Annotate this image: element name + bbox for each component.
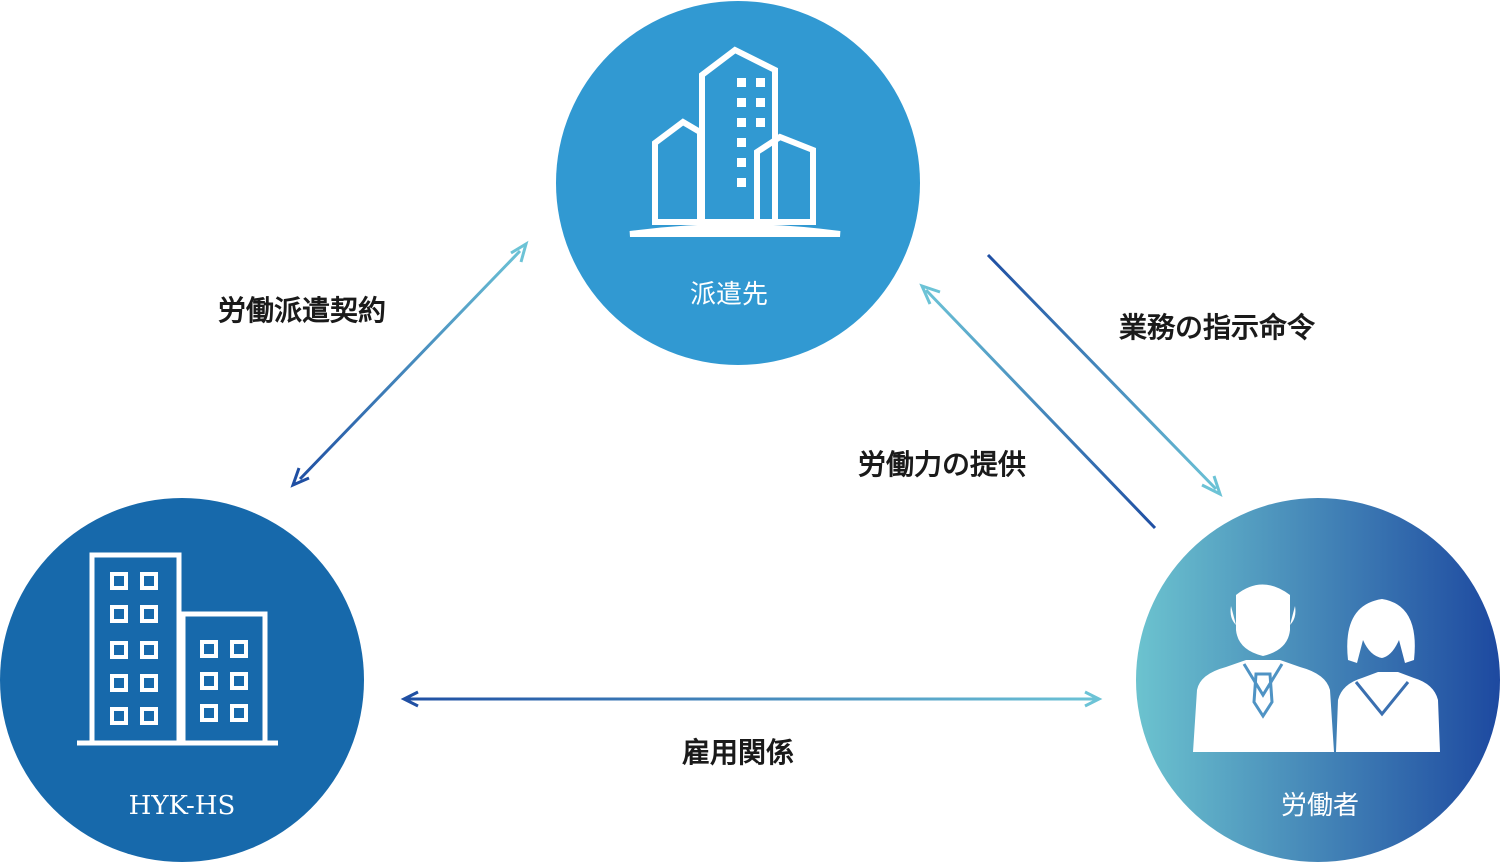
- labor-provision-label: 労働力の提供: [858, 448, 1026, 481]
- employment-label: 雇用関係: [682, 736, 794, 769]
- arrowhead-icon: [510, 240, 529, 263]
- worker-node: 労働者: [1136, 498, 1500, 862]
- labor-provision-arrow: [924, 288, 1157, 530]
- work-instructions-edge: 業務の指示命令: [986, 253, 1316, 497]
- dispatch-contract-arrow: [298, 249, 522, 481]
- client-label: 派遣先: [690, 280, 768, 310]
- business-people-icon: [1193, 584, 1440, 752]
- work-instructions-label: 業務の指示命令: [1119, 311, 1316, 344]
- company-node: HYK-HS: [0, 498, 364, 862]
- arrowhead-icon: [919, 283, 941, 305]
- arrowhead-icon: [1084, 690, 1103, 708]
- labor-provision-edge: 労働力の提供: [858, 283, 1157, 530]
- dispatch-contract-label: 労働派遣契約: [218, 294, 386, 327]
- work-instructions-arrow: [986, 253, 1218, 491]
- arrowhead-icon: [400, 690, 419, 708]
- arrowhead-icon: [1201, 475, 1223, 497]
- office-building-icon: [77, 552, 278, 746]
- worker-label: 労働者: [1281, 791, 1359, 821]
- employment-edge: 雇用関係: [400, 690, 1103, 769]
- dispatch-contract-edge: 労働派遣契約: [218, 240, 529, 488]
- office-towers-icon: [629, 46, 841, 237]
- company-label: HYK-HS: [129, 791, 236, 821]
- arrowhead-icon: [290, 467, 310, 488]
- client-node: 派遣先: [556, 1, 920, 365]
